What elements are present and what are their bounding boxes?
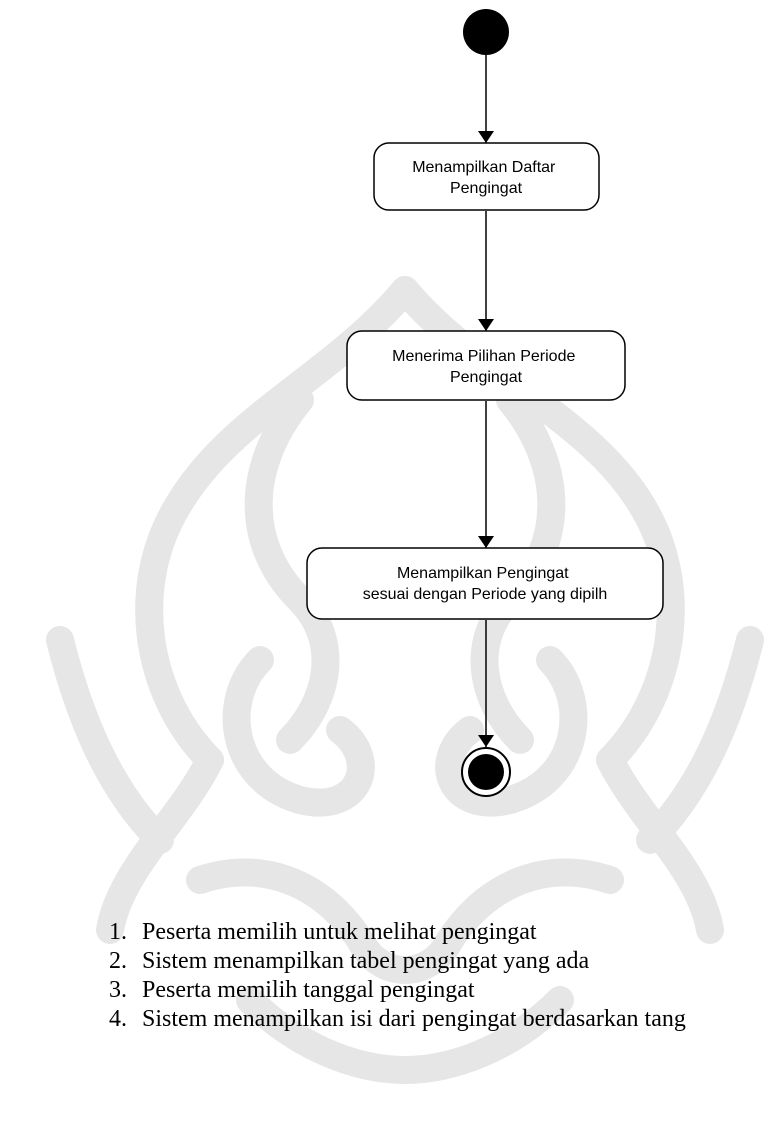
step-text: Peserta memilih tanggal pengingat	[142, 977, 475, 1003]
step-text: Sistem menampilkan isi dari pengingat be…	[142, 1006, 686, 1032]
action-1-line-1: Menampilkan Daftar	[412, 159, 556, 176]
action-1-line-2: Pengingat	[450, 180, 523, 197]
step-number: 1.	[109, 918, 139, 947]
final-node	[462, 748, 510, 796]
step-number: 4.	[109, 1005, 139, 1034]
action-2-line-1: Menerima Pilihan Periode	[392, 348, 575, 365]
step-item: 1.Peserta memilih untuk melihat penginga…	[122, 918, 686, 947]
action-3-line-2: sesuai dengan Periode yang dipilh	[363, 586, 608, 603]
action-node-show-reminders-by-period: Menampilkan Pengingat sesuai dengan Peri…	[307, 548, 663, 619]
step-number: 2.	[109, 947, 139, 976]
initial-node	[463, 9, 509, 55]
step-item: 4.Sistem menampilkan isi dari pengingat …	[122, 1005, 686, 1034]
step-text: Sistem menampilkan tabel pengingat yang …	[142, 948, 589, 974]
step-item: 3.Peserta memilih tanggal pengingat	[122, 976, 686, 1005]
use-case-steps-list: 1.Peserta memilih untuk melihat penginga…	[122, 918, 686, 1034]
action-node-show-reminder-list: Menampilkan Daftar Pengingat	[374, 143, 599, 210]
action-3-line-1: Menampilkan Pengingat	[397, 565, 569, 582]
step-number: 3.	[109, 976, 139, 1005]
step-item: 2.Sistem menampilkan tabel pengingat yan…	[122, 947, 686, 976]
action-node-receive-period-choice: Menerima Pilihan Periode Pengingat	[347, 331, 625, 400]
step-text: Peserta memilih untuk melihat pengingat	[142, 919, 537, 945]
action-2-line-2: Pengingat	[450, 369, 523, 386]
